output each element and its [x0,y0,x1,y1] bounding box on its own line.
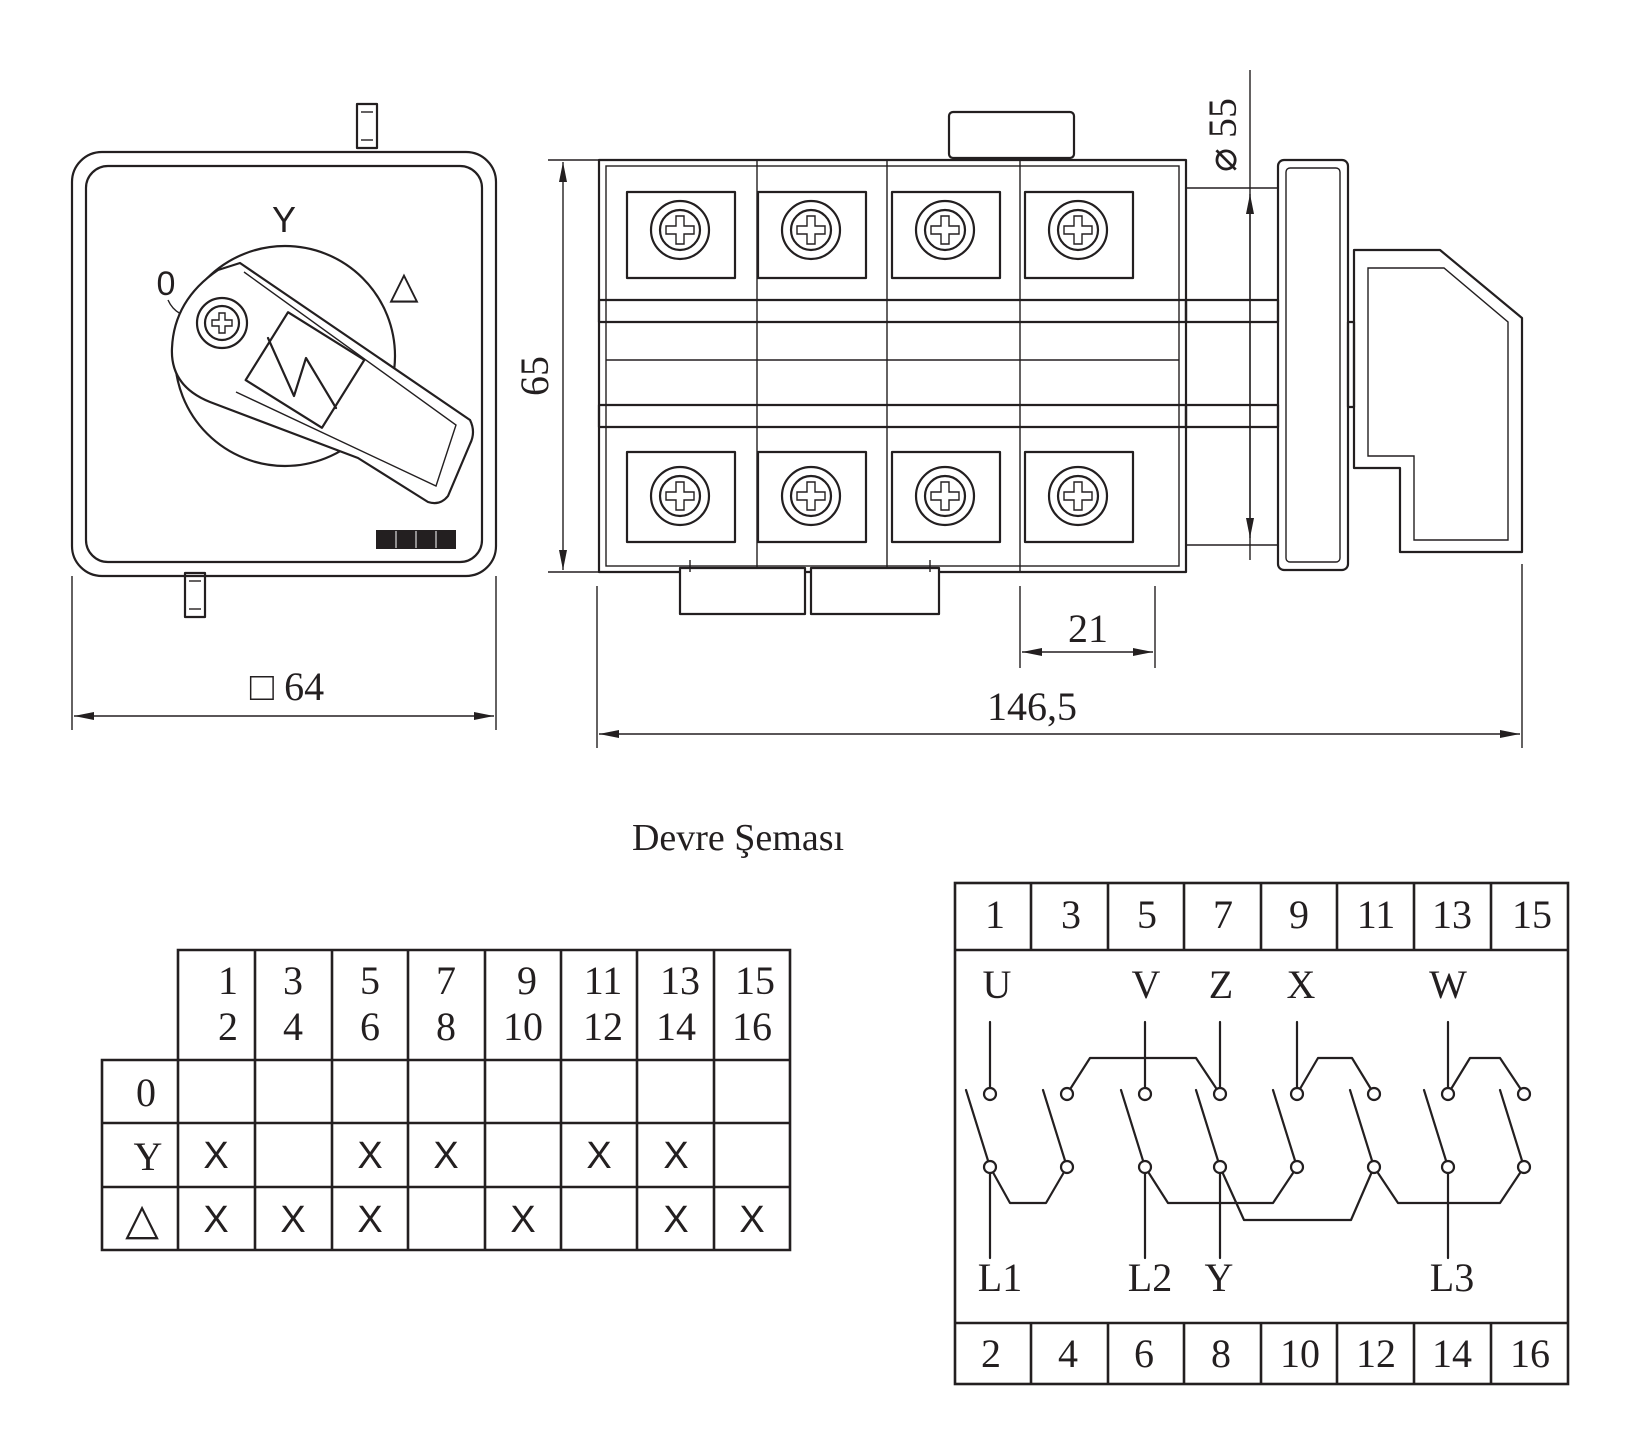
column-header-top: 13 [660,958,700,1003]
top-terminal-number: 7 [1213,892,1233,937]
switching-table: 1 2 3 4 5 6 7 8 9 10 11 12 13 14 15 16 0… [100,948,792,1252]
top-pin-icon [355,102,379,150]
position-label-delta: △ [389,265,419,307]
contact-point-icon [1059,1086,1075,1102]
bottom-terminal-number: 8 [1211,1331,1231,1376]
contact-point-icon [982,1086,998,1102]
column-header-bottom: 8 [436,1004,456,1049]
column-header-top: 3 [283,958,303,1003]
front-view: Y 0 △ □ 64 [70,102,498,730]
column-header-top: 11 [584,958,623,1003]
position-label-y: Y [272,199,296,240]
table-cell: X [663,1199,688,1241]
table-cell: X [203,1135,228,1177]
top-lug-icon [947,110,1076,160]
front-plate [70,150,498,578]
column-header-bottom: 12 [583,1004,623,1049]
table-cell: X [739,1199,764,1241]
contact-point-icon [1516,1086,1532,1102]
table-cell: X [357,1135,382,1177]
top-terminal-number: 1 [985,892,1005,937]
column-header-top: 15 [735,958,775,1003]
table-cell: X [357,1199,382,1241]
contact-point-icon [1137,1086,1153,1102]
table-cell: X [203,1199,228,1241]
contact-point-icon [1137,1159,1153,1175]
connection-label-x: X [1287,962,1316,1007]
contact-point-icon [1289,1159,1305,1175]
contact-point-icon [1059,1159,1075,1175]
column-header-top: 7 [436,958,456,1003]
bottom-pin-icon [183,571,207,619]
column-header-top: 1 [218,958,238,1003]
connection-label-z: Z [1209,962,1233,1007]
table-cell: X [663,1135,688,1177]
contact-point-icon [1366,1159,1382,1175]
bridge-left-icon [678,566,807,616]
column-header-bottom: 16 [732,1004,772,1049]
connection-label-u: U [983,962,1012,1007]
connection-label-w: W [1429,962,1467,1007]
row-label-off: 0 [136,1070,156,1115]
top-terminal-number: 15 [1512,892,1552,937]
top-terminal-number: 5 [1137,892,1157,937]
bridge-right-icon [809,566,941,616]
bottom-terminal-number: 10 [1280,1331,1320,1376]
circuit-diagram: 1 3 5 7 9 11 13 15 2 4 6 8 10 12 14 16 U… [953,881,1570,1386]
bottom-terminal-number: 6 [1134,1331,1154,1376]
top-terminal-number: 9 [1289,892,1309,937]
contact-point-icon [1516,1159,1532,1175]
diagram-title: Devre Şeması [632,817,844,859]
connection-label-y: Y [1205,1255,1234,1300]
dimension-width-label: □ 64 [250,664,324,709]
bottom-terminal-number: 12 [1356,1331,1396,1376]
contact-point-icon [1366,1086,1382,1102]
bottom-terminal-number: 16 [1510,1331,1550,1376]
row-label-delta: △ [125,1195,159,1244]
front-plate-profile [1276,158,1350,572]
dimension-height-label: 65 [512,356,557,396]
column-header-bottom: 6 [360,1004,380,1049]
column-header-top: 9 [517,958,537,1003]
column-header-bottom: 14 [656,1004,696,1049]
column-header-bottom: 2 [218,1004,238,1049]
column-header-top: 5 [360,958,380,1003]
top-terminal-number: 13 [1432,892,1472,937]
top-terminal-number: 11 [1357,892,1396,937]
bottom-terminal-number: 2 [981,1331,1001,1376]
connection-label-l3: L3 [1430,1255,1474,1300]
table-cell: X [586,1135,611,1177]
row-label-star: Y [134,1134,163,1179]
top-terminals [625,190,1135,280]
table-cell: X [280,1199,305,1241]
dimension-pitch-label: 21 [1068,606,1108,651]
contact-point-icon [1212,1159,1228,1175]
connection-label-v: V [1132,962,1161,1007]
bottom-terminals [625,450,1135,544]
column-header-bottom: 10 [503,1004,543,1049]
handle-profile-icon [1352,248,1524,554]
top-terminal-number: 3 [1061,892,1081,937]
rotary-handle-icon [170,261,475,505]
contact-point-icon [982,1159,998,1175]
bottom-terminal-number: 14 [1432,1331,1472,1376]
position-label-off: 0 [157,265,176,303]
bottom-terminal-number: 4 [1058,1331,1078,1376]
connection-label-l1: L1 [978,1255,1022,1300]
side-view: ⌀ 55 65 21 146,5 [512,70,1524,748]
column-header-bottom: 4 [283,1004,303,1049]
contact-point-icon [1440,1159,1456,1175]
contact-point-icon [1212,1086,1228,1102]
table-cell: X [433,1135,458,1177]
table-cell: X [510,1199,535,1241]
contact-point-icon [1440,1086,1456,1102]
connection-label-l2: L2 [1128,1255,1172,1300]
contact-point-icon [1289,1086,1305,1102]
dimension-diameter-label: ⌀ 55 [1200,98,1245,172]
dimension-length-label: 146,5 [987,684,1077,729]
